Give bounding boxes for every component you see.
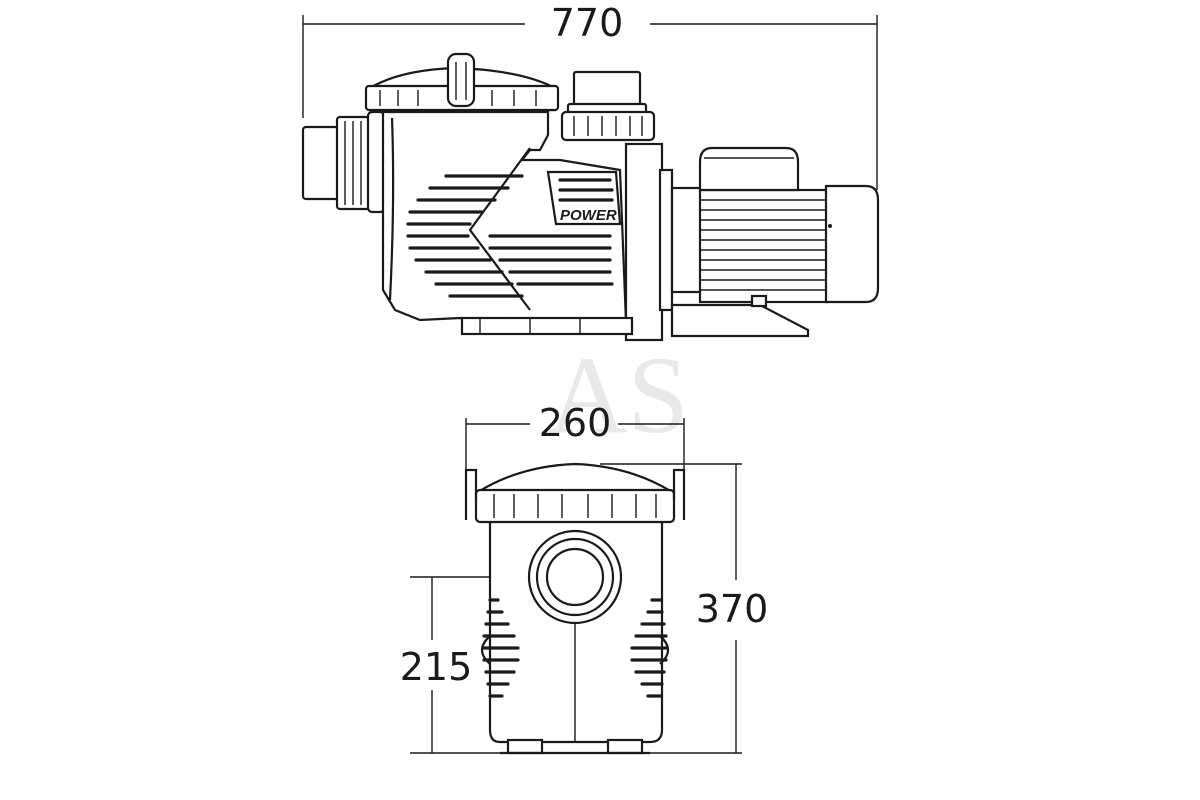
power-logo-text: POWER [560, 207, 617, 224]
pump-base [460, 303, 810, 338]
front-lid [464, 462, 686, 524]
inlet-union [301, 110, 386, 214]
front-inlet-port [527, 529, 623, 625]
dimension-label-770: 770 [551, 1, 624, 45]
front-vents-left [480, 598, 520, 698]
housing-vents [406, 147, 614, 311]
power-logo: POWER [546, 170, 622, 226]
dimension-label-215: 215 [400, 645, 473, 689]
motor-flange [624, 142, 704, 342]
outlet-union [560, 70, 656, 142]
side-view: 770 [301, 1, 880, 342]
strainer-housing [364, 52, 628, 324]
dimension-height: 370 [600, 463, 769, 754]
dimension-label-370: 370 [696, 587, 769, 631]
watermark-text: AS [548, 334, 689, 456]
dimension-label-260: 260 [539, 401, 612, 445]
motor-body [698, 146, 880, 308]
dimension-inlet-height: 215 [400, 576, 536, 754]
front-view: 260 370 215 [400, 401, 769, 755]
front-feet [500, 738, 650, 755]
dimension-overall-length: 770 [302, 1, 878, 190]
front-vents-right [630, 598, 670, 698]
